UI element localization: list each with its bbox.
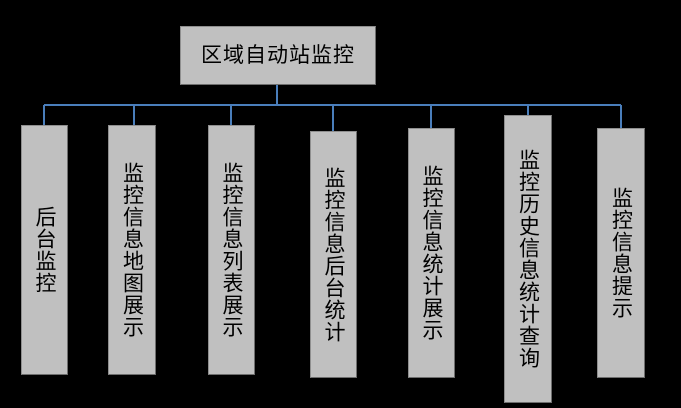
node-root-label: 区域自动站监控 bbox=[201, 43, 355, 67]
node-child-1-label: 后台监控 bbox=[32, 206, 57, 294]
node-child-4[interactable]: 监控信息后台统计 bbox=[310, 131, 357, 378]
node-child-6-label: 监控历史信息统计查询 bbox=[516, 149, 541, 369]
node-child-7[interactable]: 监控信息提示 bbox=[597, 128, 645, 378]
node-child-4-label: 监控信息后台统计 bbox=[321, 166, 346, 343]
node-child-3-label: 监控信息列表展示 bbox=[219, 162, 244, 338]
node-root[interactable]: 区域自动站监控 bbox=[180, 26, 376, 85]
node-child-2[interactable]: 监控信息地图展示 bbox=[108, 125, 156, 375]
node-child-6[interactable]: 监控历史信息统计查询 bbox=[504, 115, 552, 403]
node-child-2-label: 监控信息地图展示 bbox=[120, 162, 145, 338]
node-child-5-label: 监控信息统计展示 bbox=[419, 165, 444, 341]
node-child-5[interactable]: 监控信息统计展示 bbox=[408, 128, 455, 378]
node-child-3[interactable]: 监控信息列表展示 bbox=[208, 125, 255, 375]
node-child-7-label: 监控信息提示 bbox=[609, 187, 634, 319]
node-child-1[interactable]: 后台监控 bbox=[21, 125, 68, 375]
